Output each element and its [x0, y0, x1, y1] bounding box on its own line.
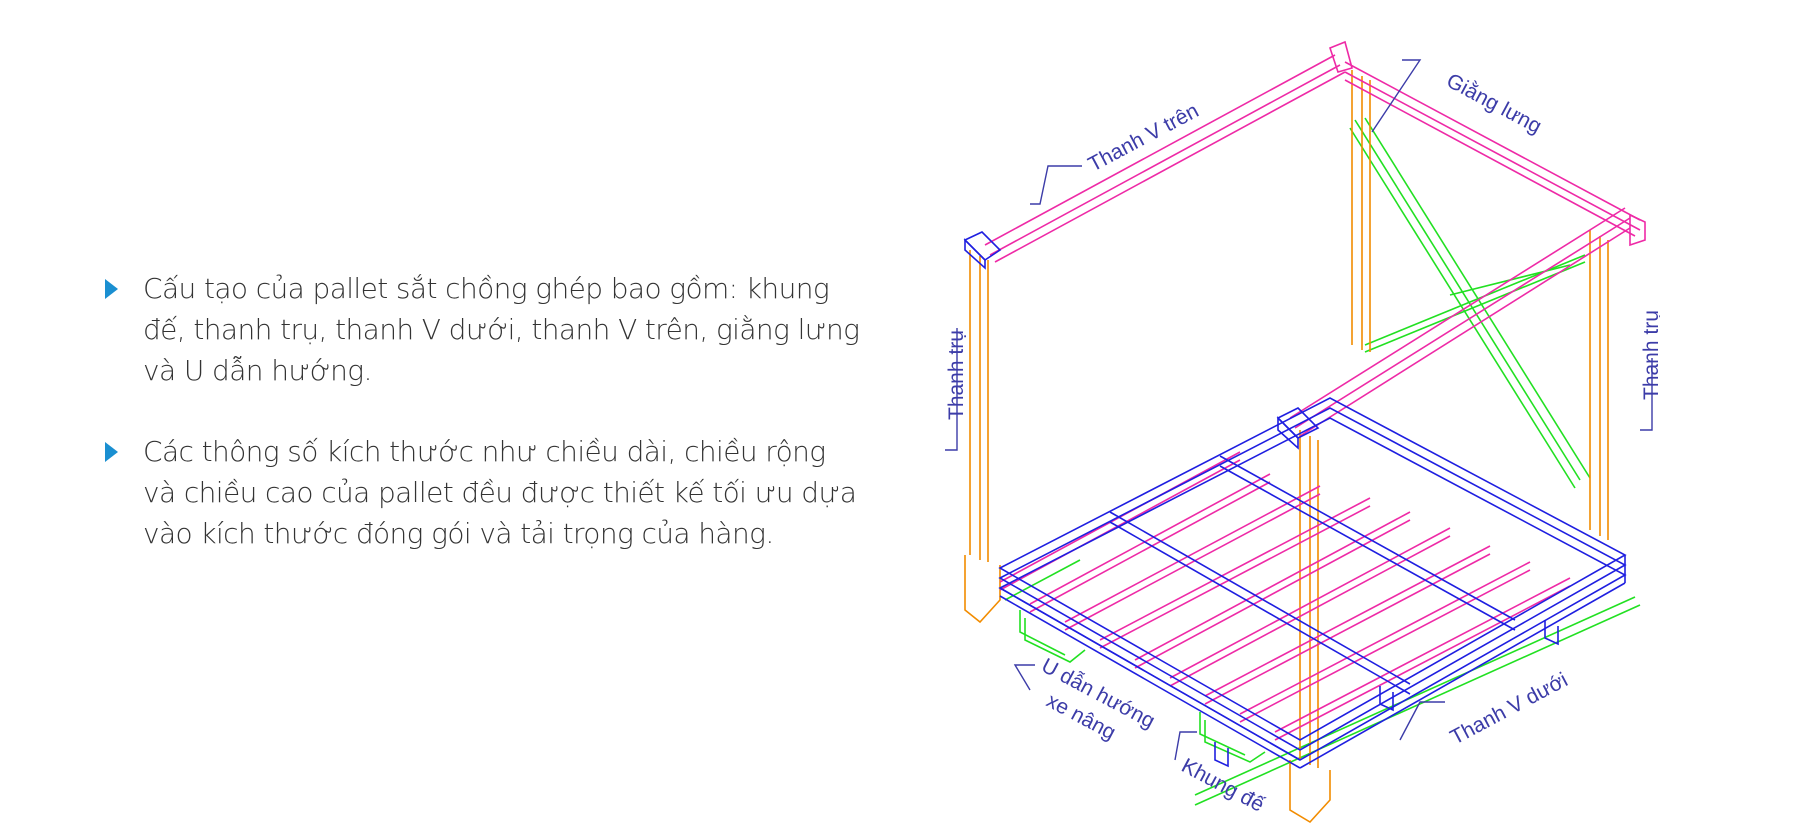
label-thanh-v-duoi: Thanh V dưới	[1447, 668, 1572, 749]
bullet-dimensions-text: Các thông số kích thước như chiều dài, c…	[143, 435, 857, 550]
label-thanh-v-tren: Thanh V trên	[1085, 99, 1203, 176]
description-list: Cấu tạo của pallet sắt chồng ghép bao gồ…	[105, 268, 865, 594]
leader-lines	[945, 59, 1653, 761]
bullet-structure: Cấu tạo của pallet sắt chồng ghép bao gồ…	[105, 268, 865, 391]
bullet-dimensions: Các thông số kích thước như chiều dài, c…	[105, 431, 865, 554]
label-thanh-tru-left: Thanh trụ	[945, 330, 968, 420]
label-thanh-tru-right: Thanh trụ	[1640, 310, 1660, 400]
bullet-structure-text: Cấu tạo của pallet sắt chồng ghép bao gồ…	[143, 272, 860, 387]
pallet-diagram: Thanh V trên Giằng lưng Thanh trụ Thanh …	[945, 40, 1660, 824]
triangle-bullet-icon	[105, 279, 118, 299]
blue-base-frame	[963, 231, 1627, 769]
orange-posts	[964, 70, 1609, 824]
triangle-bullet-icon	[105, 442, 118, 462]
label-giang-lung: Giằng lưng	[1443, 69, 1546, 138]
